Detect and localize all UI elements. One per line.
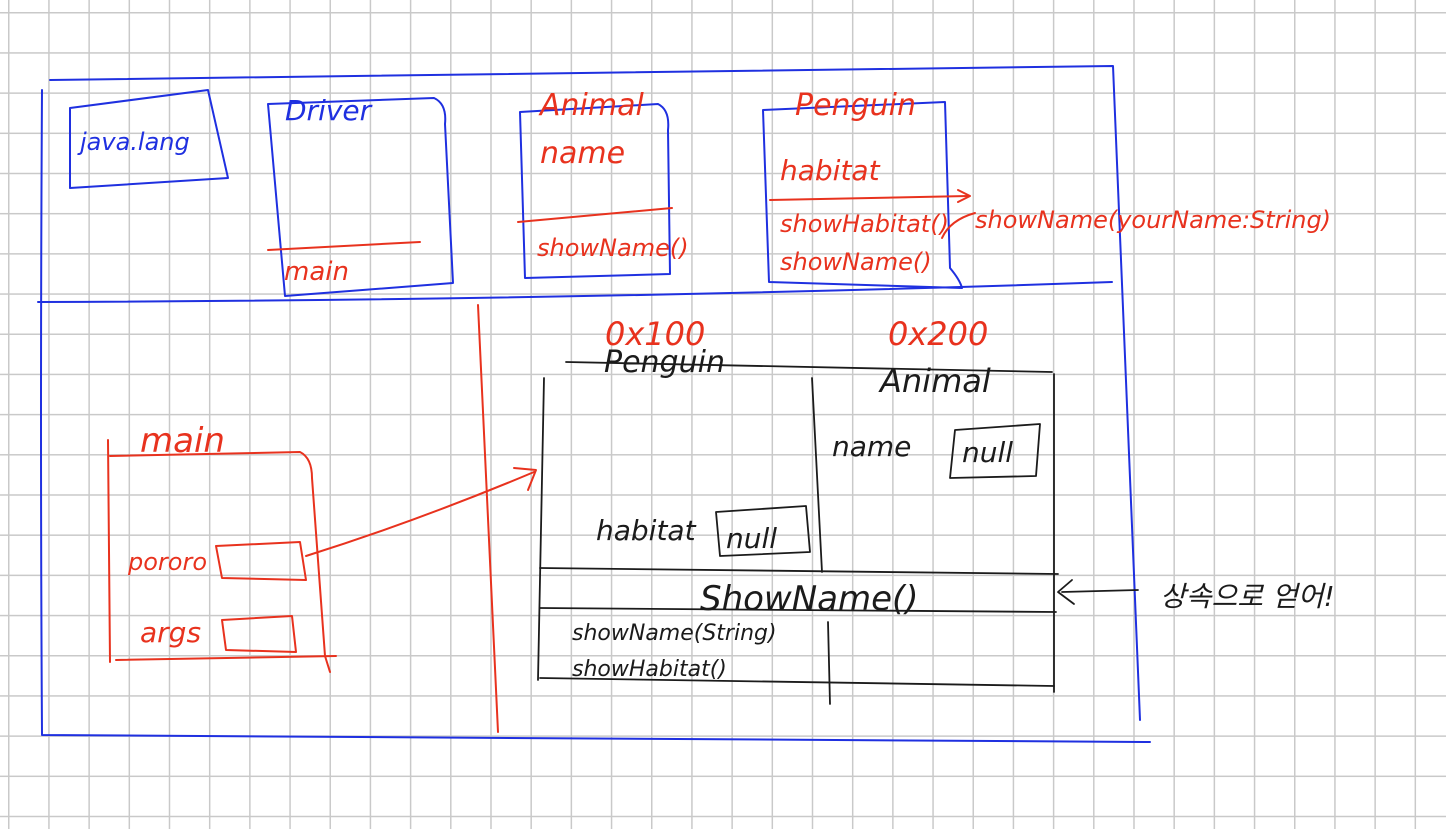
inherited-showname-method: ShowName() — [700, 579, 919, 619]
stack-var-pororo: pororo — [127, 548, 207, 576]
penguin-field-value: null — [726, 522, 777, 555]
heap-penguin-object: 0x100 0x200 Penguin Animal name null hab… — [537, 315, 1335, 705]
animal-field-value: null — [962, 436, 1013, 469]
animal-address: 0x200 — [888, 315, 988, 353]
driver-box: Driver main — [267, 94, 454, 297]
penguin-method-showname: showName() — [780, 248, 932, 276]
penguin-overload-note: showName(yourName:String) — [975, 206, 1331, 234]
main-stack-frame: main pororo args — [107, 421, 537, 673]
penguin-part-label: Penguin — [604, 345, 725, 380]
animal-class-method: showName() — [537, 234, 689, 262]
penguin-method-showhabitat-heap: showHabitat() — [572, 657, 727, 682]
animal-part-label: Animal — [878, 362, 991, 400]
java-lang-box: java.lang — [69, 89, 229, 189]
animal-field-value-box — [949, 423, 1041, 479]
animal-class-title: Animal — [538, 88, 644, 123]
animal-class-box: Animal name showName() — [517, 88, 689, 279]
penguin-class-title: Penguin — [795, 88, 916, 123]
pororo-reference-box — [215, 541, 307, 581]
args-reference-box — [221, 615, 297, 653]
penguin-address: 0x100 — [605, 315, 705, 353]
inheritance-annotation: 상속으로 얻어! — [1160, 580, 1335, 613]
penguin-method-showhabitat: showHabitat() — [780, 210, 949, 238]
animal-class-field: name — [540, 136, 625, 171]
penguin-class-box: Penguin habitat showHabitat() showName()… — [762, 88, 1331, 289]
inheritance-arrow — [1061, 589, 1139, 593]
stack-var-args: args — [140, 616, 201, 649]
driver-main-method: main — [284, 257, 349, 287]
penguin-class-field: habitat — [780, 154, 881, 187]
animal-field-name: name — [832, 430, 911, 463]
penguin-field-habitat: habitat — [596, 514, 697, 547]
pororo-to-heap-arrow — [305, 471, 535, 557]
penguin-method-showname-string: showName(String) — [572, 621, 777, 646]
java-lang-label: java.lang — [77, 128, 190, 156]
driver-title: Driver — [285, 94, 373, 127]
stack-heap-divider — [477, 304, 499, 733]
penguin-field-value-box — [715, 505, 811, 557]
